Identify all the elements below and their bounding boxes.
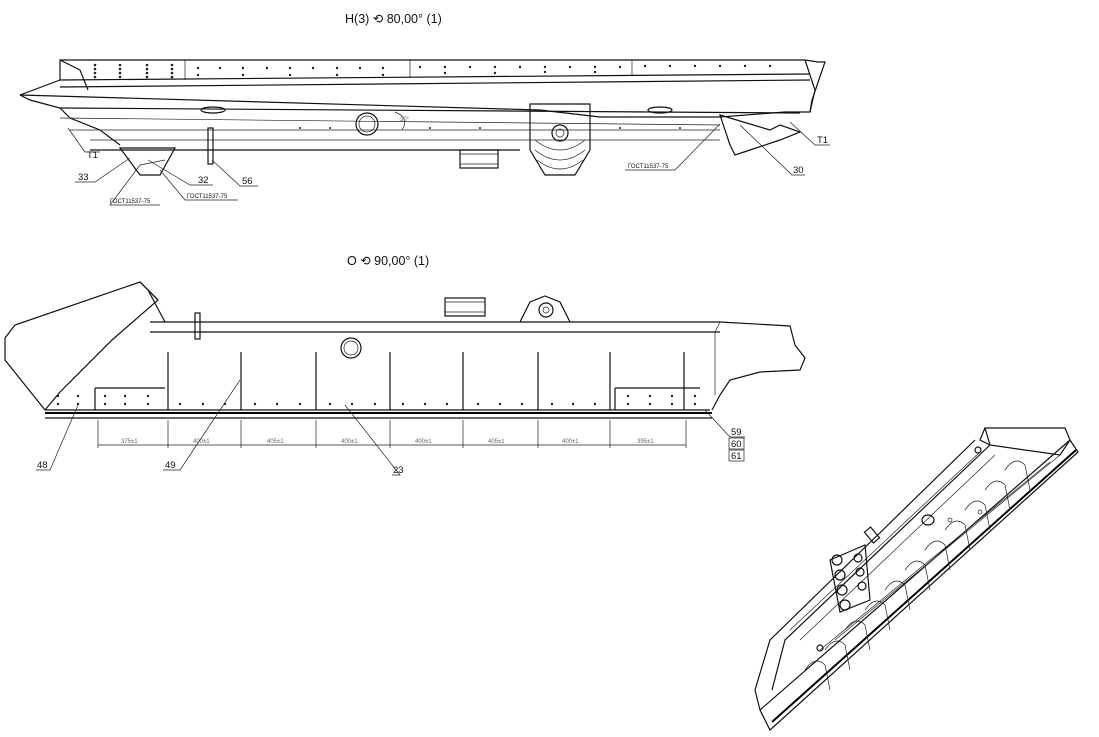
standard-gost-right: ГОСТ11537-75 — [628, 164, 669, 170]
callout-32: 32 — [198, 175, 209, 186]
dimension-1: 375±1 — [121, 439, 138, 445]
callout-59: 59 — [731, 427, 742, 438]
standard-gost-left: ГОСТ11537-75 — [110, 199, 151, 205]
view-o-holes — [56, 394, 697, 406]
isometric-view — [754, 427, 1079, 731]
view-o-callouts: 48 49 23 59 60 61 — [36, 379, 745, 476]
dimension-8: 395±1 — [637, 439, 654, 445]
view-h-callouts: T1 33 32 56 ГОСТ11537-75 ГОСТ11537-75 ГО… — [67, 121, 830, 206]
callout-t1-left: T1 — [87, 150, 98, 161]
standard-gost-mid: ГОСТ11537-75 — [187, 194, 228, 200]
callout-60: 60 — [731, 439, 742, 450]
angle-note: 30° — [400, 117, 410, 123]
callout-23: 23 — [393, 465, 404, 476]
view-h-title: Н(3) ⟲ 80,00° (1) — [345, 12, 442, 26]
view-h-bolt-holes — [93, 63, 772, 129]
callout-56: 56 — [242, 176, 253, 187]
view-o-dimensions: 375±1 400±1 405±1 400±1 400±1 405±1 400±… — [97, 420, 687, 448]
callout-t1-right: T1 — [817, 135, 828, 146]
dimension-2: 400±1 — [193, 439, 210, 445]
view-o-body — [4, 281, 806, 419]
view-o-title: О ⟲ 90,00° (1) — [347, 254, 429, 268]
dimension-4: 400±1 — [341, 439, 358, 445]
view-o: О ⟲ 90,00° (1) — [4, 254, 806, 476]
dimension-7: 400±1 — [562, 439, 579, 445]
callout-33: 33 — [78, 172, 89, 183]
dimension-6: 405±1 — [488, 439, 505, 445]
view-h-details: 30° — [118, 103, 802, 176]
dimension-3: 405±1 — [267, 439, 284, 445]
view-h: Н(3) ⟲ 80,00° (1) — [19, 12, 830, 206]
callout-49: 49 — [165, 460, 176, 471]
callout-61: 61 — [731, 451, 742, 462]
callout-48: 48 — [37, 460, 48, 471]
view-h-body — [19, 59, 826, 151]
callout-30: 30 — [793, 165, 804, 176]
dimension-5: 400±1 — [415, 439, 432, 445]
